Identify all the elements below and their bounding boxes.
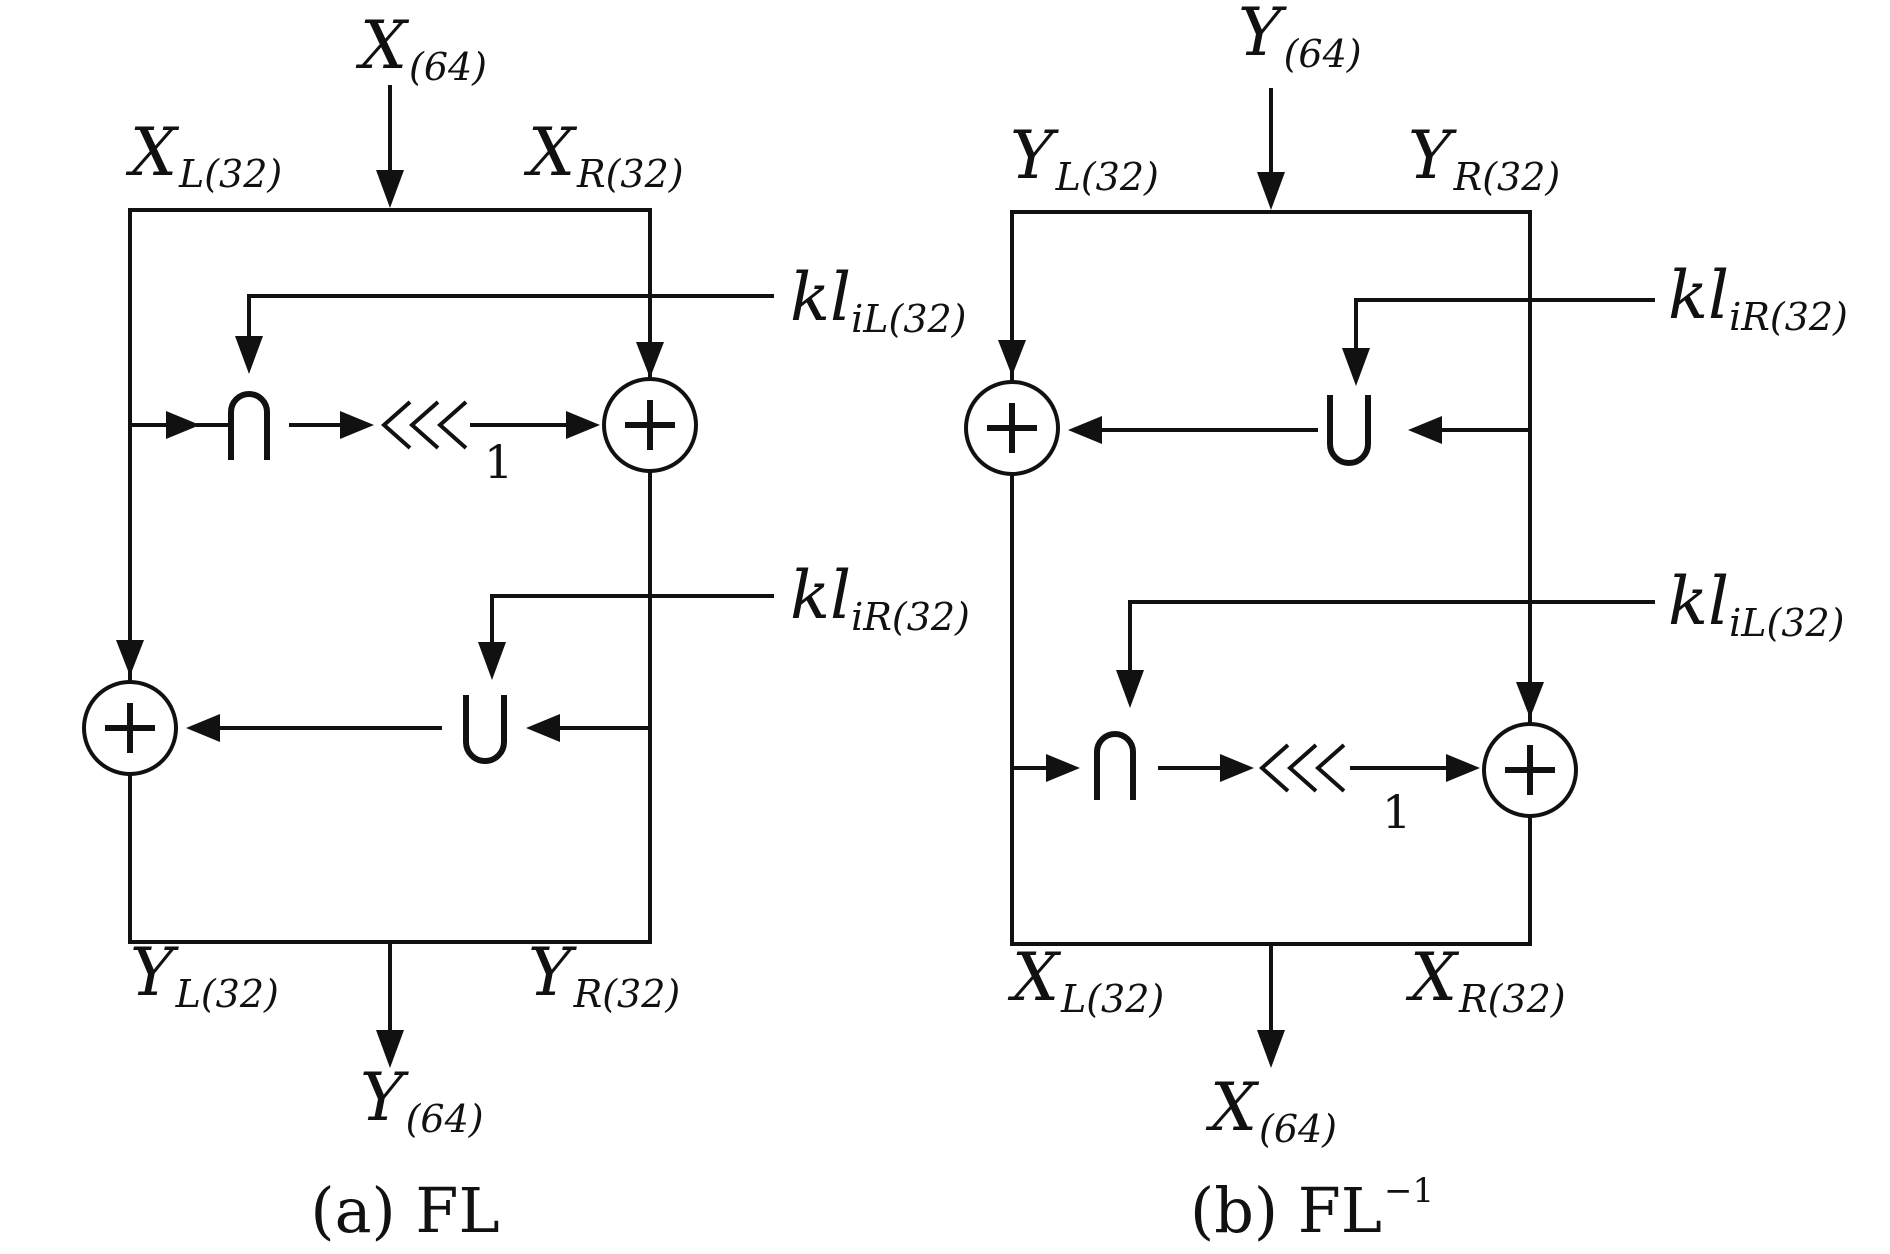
xor-icon	[1482, 722, 1578, 818]
panel-b-fl-inverse: 1 Y(64) YL(32) YR(32) kliR(32) kliL(32) …	[964, 0, 1848, 1247]
panel-b-output-arrow	[1257, 944, 1285, 1068]
panel-b-caption: (b) FL−1	[1190, 1171, 1434, 1247]
rotate-left-icon	[380, 400, 412, 450]
panel-b-rotate-amount: 1	[1382, 785, 1411, 839]
panel-a-top-left-label: XL(32)	[125, 114, 282, 196]
panel-a-output-arrow	[376, 942, 404, 1068]
panel-b-output-label: X(64)	[1205, 1069, 1337, 1151]
panel-b-bottom-left-label: XL(32)	[1007, 939, 1164, 1021]
panel-b-key-lower-line	[1116, 600, 1655, 708]
panel-a-bottom-right-label: YR(32)	[528, 934, 680, 1016]
panel-b-or-path	[1068, 395, 1530, 466]
panel-a-key-lower-line	[478, 594, 774, 680]
panel-b-and-path: 1	[1012, 731, 1480, 839]
panel-b-key-upper-label: kliR(32)	[1668, 257, 1848, 339]
panel-a-left-wire	[116, 210, 144, 676]
panel-a-key-lower-label: kliR(32)	[790, 557, 970, 639]
panel-b-key-lower-label: kliL(32)	[1668, 563, 1845, 645]
panel-a-input-label: X(64)	[355, 7, 487, 89]
panel-b-top-left-label: YL(32)	[1010, 117, 1159, 199]
panel-a-output-label: Y(64)	[360, 1059, 484, 1141]
rotate-left-icon	[1258, 743, 1290, 793]
or-icon	[1327, 395, 1371, 466]
panel-a-and-path: 1	[130, 391, 600, 489]
panel-b-key-upper-line	[1342, 298, 1655, 386]
panel-b-frame	[1010, 210, 1532, 946]
xor-icon	[82, 680, 178, 776]
panel-b-input-label: Y(64)	[1238, 0, 1362, 76]
panel-b-bottom-right-label: XR(32)	[1405, 939, 1566, 1021]
panel-a-or-path	[186, 695, 650, 764]
xor-icon	[602, 377, 698, 473]
panel-a-key-upper-label: kliL(32)	[790, 259, 967, 341]
panel-a-right-wire	[636, 210, 664, 378]
panel-a-frame	[128, 208, 652, 944]
panel-b-left-wire	[998, 212, 1026, 376]
panel-a-caption: (a) FL	[310, 1174, 499, 1247]
panel-a-input-arrow	[376, 85, 404, 208]
panel-a-key-upper-line	[235, 294, 774, 374]
panel-a-top-right-label: XR(32)	[523, 114, 684, 196]
panel-b-input-arrow	[1257, 88, 1285, 210]
panel-a-rotate-amount: 1	[484, 435, 513, 489]
and-icon	[1094, 731, 1136, 800]
or-icon	[463, 695, 507, 764]
xor-icon	[964, 380, 1060, 476]
panel-b-right-wire	[1516, 212, 1544, 718]
panel-a-bottom-left-label: YL(32)	[130, 934, 279, 1016]
panel-a-fl: 1	[82, 7, 970, 1247]
and-icon	[228, 391, 270, 460]
panel-b-top-right-label: YR(32)	[1408, 117, 1560, 199]
